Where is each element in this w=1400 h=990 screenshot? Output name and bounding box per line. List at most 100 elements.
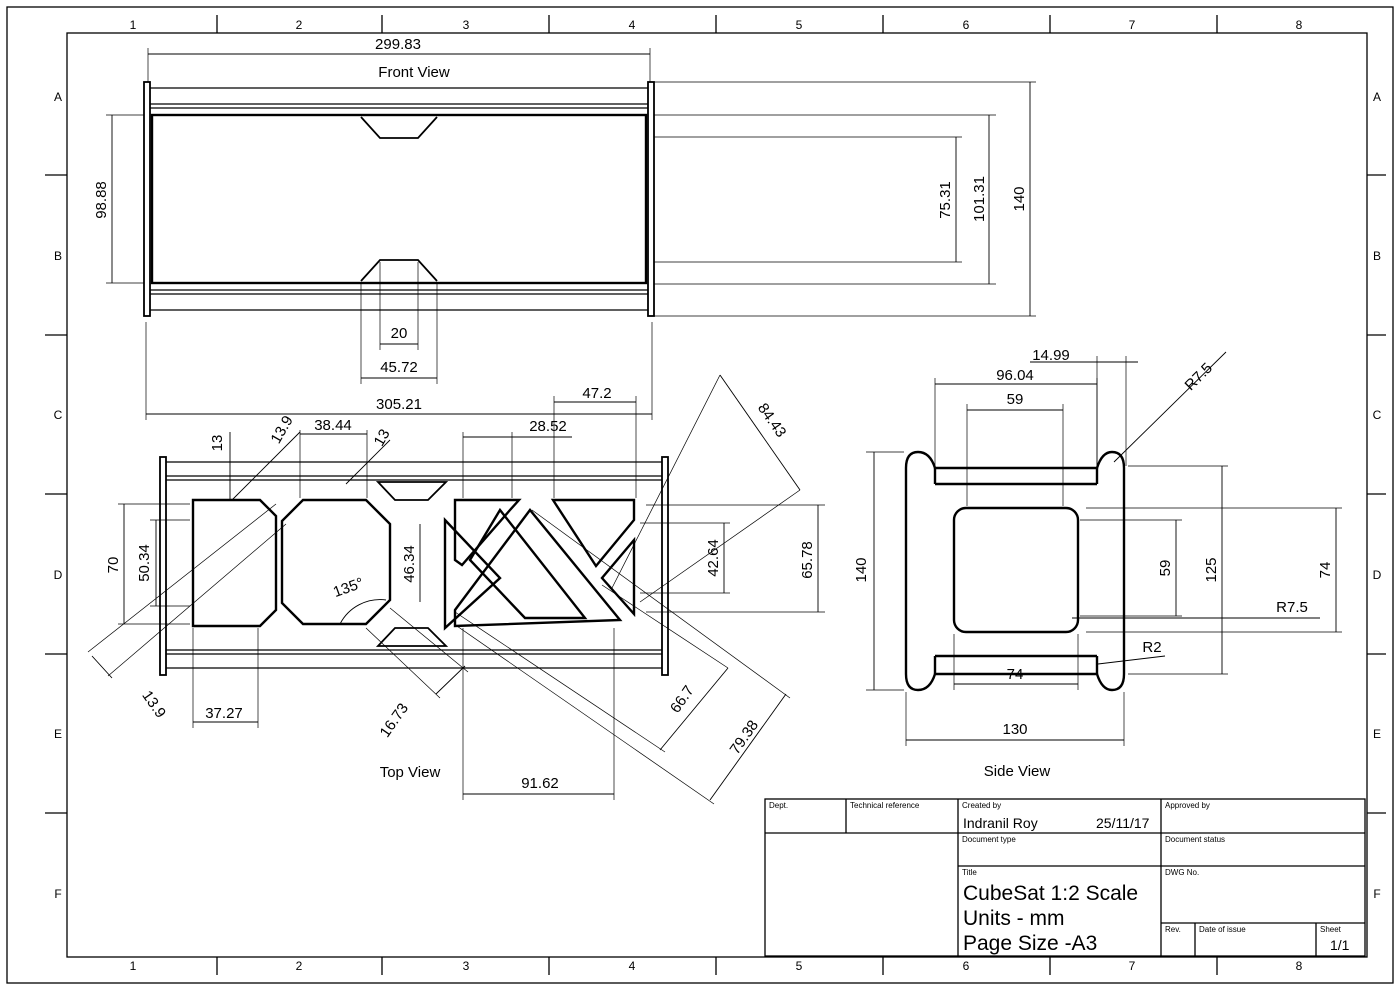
front-right-end-plate [647, 81, 655, 317]
top-view [159, 456, 669, 676]
sheet-label: Sheet [1320, 925, 1342, 934]
side-inner-window [952, 506, 1080, 634]
title-line-2: Units - mm [963, 907, 1065, 930]
doc-status-label: Document status [1165, 835, 1225, 844]
dim-top-47: 47.2 [582, 385, 611, 402]
dim-front-height: 98.88 [93, 181, 110, 219]
drawing-border: 1 2 3 4 5 6 7 8 1 2 3 4 5 6 7 8 A B C D … [6, 6, 1394, 984]
top-lattice-f [468, 507, 588, 620]
col-label-top-4: 4 [629, 18, 636, 32]
dim-front-140: 140 [1011, 186, 1028, 211]
side-dimensions: 14.99 96.04 59 R7.5 140 59 125 74 R7.5 R… [853, 347, 1342, 780]
dim-side-96: 96.04 [996, 367, 1034, 384]
top-lattice-b [443, 516, 502, 631]
top-right-end-plate [661, 456, 669, 676]
front-top-notch [360, 116, 438, 139]
row-label-left-c: C [54, 408, 63, 422]
dim-front-notch-45: 45.72 [380, 359, 418, 376]
front-view-label: Front View [378, 64, 450, 81]
created-by-label: Created by [962, 801, 1001, 810]
dwg-no-label: DWG No. [1165, 868, 1199, 877]
sheet-value: 1/1 [1330, 937, 1350, 953]
front-inner-frame [150, 113, 648, 285]
dim-top-angle: 135° [331, 574, 366, 601]
dim-side-74a: 74 [1317, 562, 1334, 579]
created-date-value: 25/11/17 [1096, 815, 1150, 831]
col-label-top-3: 3 [463, 18, 470, 32]
dim-front-length: 299.83 [375, 36, 421, 53]
dim-top-42: 42.64 [705, 539, 722, 577]
front-view [143, 81, 655, 317]
col-label-bottom-6: 6 [963, 959, 970, 973]
col-label-bottom-8: 8 [1296, 959, 1303, 973]
front-left-end-plate [143, 81, 151, 317]
top-lattice-d [550, 498, 636, 569]
title-block: Dept. Technical reference Created by Ind… [764, 798, 1366, 957]
dim-side-r75b: R7.5 [1276, 599, 1308, 616]
side-view-label: Side View [984, 763, 1051, 780]
dim-front-75: 75.31 [937, 181, 954, 219]
dim-side-14: 14.99 [1032, 347, 1070, 364]
row-label-left-a: A [54, 90, 62, 104]
side-outer-frame [904, 450, 1126, 692]
dim-top-13b: 13 [371, 426, 394, 449]
created-by-value: Indranil Roy [963, 815, 1038, 831]
dim-top-46: 46.34 [401, 545, 418, 583]
border-column-ticks [45, 15, 1386, 975]
dim-top-38: 38.44 [314, 417, 352, 434]
top-left-end-plate [159, 456, 167, 676]
dim-top-70: 70 [105, 557, 122, 574]
doc-type-label: Document type [962, 835, 1016, 844]
dim-side-59b: 59 [1157, 560, 1174, 577]
front-dimensions: 299.83 Front View 98.88 75.31 101.31 140… [93, 36, 1036, 420]
dim-side-r2: R2 [1142, 639, 1161, 656]
dim-top-84: 84.43 [754, 400, 789, 441]
top-pocket-2-octagon [280, 498, 392, 626]
top-pocket-1 [191, 498, 278, 628]
rev-label: Rev. [1165, 925, 1181, 934]
dim-side-130: 130 [1002, 721, 1027, 738]
dim-side-140: 140 [853, 557, 870, 582]
col-label-bottom-5: 5 [796, 959, 803, 973]
dept-label: Dept. [769, 801, 788, 810]
outer-border [6, 6, 1394, 984]
front-bottom-notch [360, 259, 438, 282]
top-view-label: Top View [380, 764, 441, 781]
dim-front-305: 305.21 [376, 396, 422, 413]
dim-side-59a: 59 [1007, 391, 1024, 408]
row-label-right-c: C [1373, 408, 1382, 422]
dim-top-65: 65.78 [799, 541, 816, 579]
dim-side-125: 125 [1203, 557, 1220, 582]
inner-border [66, 32, 1368, 958]
border-labels: 1 2 3 4 5 6 7 8 1 2 3 4 5 6 7 8 A B C D … [54, 18, 1382, 973]
dim-top-13a: 13 [209, 435, 226, 452]
dim-top-91: 91.62 [521, 775, 559, 792]
side-view [904, 450, 1126, 692]
title-line-1: CubeSat 1:2 Scale [963, 882, 1138, 905]
dim-side-r75a: R7.5 [1182, 360, 1216, 394]
row-label-right-e: E [1373, 727, 1381, 741]
col-label-top-5: 5 [796, 18, 803, 32]
dim-front-101: 101.31 [971, 176, 988, 222]
row-label-left-b: B [54, 249, 62, 263]
dim-top-37: 37.27 [205, 705, 243, 722]
dim-top-50: 50.34 [136, 544, 153, 582]
dim-top-16: 16.73 [377, 700, 412, 741]
title-label: Title [962, 868, 977, 877]
col-label-bottom-2: 2 [296, 959, 303, 973]
dim-top-13-9a: 13.9 [267, 413, 296, 447]
dim-top-79: 79.38 [727, 717, 762, 758]
top-dimensions: 13 13.9 38.44 13 28.52 47.2 84.43 70 50.… [87, 374, 825, 805]
col-label-bottom-1: 1 [130, 959, 137, 973]
top-notch-lower [375, 627, 449, 647]
dim-top-13-9b: 13.9 [138, 688, 169, 722]
top-lattice-e [600, 536, 636, 618]
col-label-bottom-4: 4 [629, 959, 636, 973]
dim-side-74b: 74 [1007, 666, 1024, 683]
row-label-right-a: A [1373, 90, 1381, 104]
col-label-top-6: 6 [963, 18, 970, 32]
col-label-bottom-3: 3 [463, 959, 470, 973]
dim-top-28: 28.52 [529, 418, 567, 435]
row-label-left-d: D [54, 568, 63, 582]
